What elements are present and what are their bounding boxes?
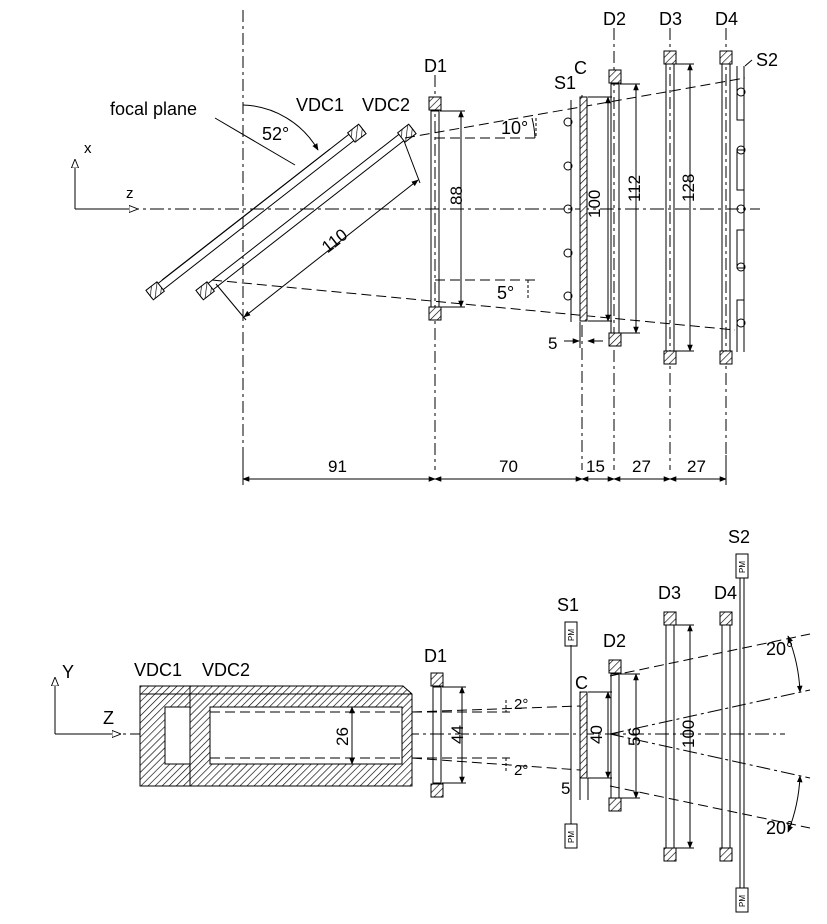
top-d4-label: D4	[715, 9, 738, 29]
top-spacing-27b: 27	[687, 457, 706, 476]
side-s2-pm-top: PM	[738, 561, 747, 573]
top-spacing-15: 15	[586, 457, 605, 476]
side-angle-2-lower: 2°	[514, 762, 528, 779]
side-d2-label: D2	[603, 631, 626, 651]
top-vdc1-label: VDC1	[296, 95, 344, 115]
side-detector-d3	[663, 611, 694, 862]
side-s2-pm-bottom: PM	[738, 895, 747, 907]
side-c-height: 40	[587, 725, 606, 744]
side-vdc-assembly	[139, 685, 413, 787]
top-spacing-27a: 27	[632, 457, 651, 476]
side-c-label: C	[575, 673, 588, 693]
top-angle-52-arc	[242, 104, 319, 151]
top-c-label: C	[574, 58, 587, 78]
side-vdc1-label: VDC1	[134, 660, 182, 680]
side-vdc2-label: VDC2	[202, 660, 250, 680]
top-d3-label: D3	[659, 9, 682, 29]
top-scintillator-s2	[736, 59, 753, 352]
top-spacing-91: 91	[328, 457, 347, 476]
top-axis-x-label: x	[84, 140, 92, 157]
top-axis-z-label: z	[126, 185, 134, 202]
side-axis-indicator: Y Z	[55, 662, 120, 734]
side-view: Y Z VDC1 VDC2 26 D1 44	[55, 527, 811, 913]
top-detector-d4	[719, 50, 733, 365]
top-gap-label: 5	[548, 334, 557, 353]
top-s1-label: S1	[554, 73, 576, 93]
top-angle-10-arc	[531, 117, 536, 139]
top-angle-52-label: 52°	[262, 124, 289, 144]
top-angle-10-label: 10°	[501, 118, 528, 138]
top-axis-indicator: x z	[75, 140, 137, 209]
side-angle-20-upper: 20°	[766, 639, 793, 659]
side-s1-pm-bottom: PM	[567, 831, 576, 843]
top-view: x z focal plane 52° VDC1 VDC2 110	[75, 9, 778, 485]
side-d1-height: 44	[448, 725, 467, 744]
top-vdc1	[145, 123, 367, 301]
side-scintillator-s1	[564, 621, 578, 849]
side-d3-height: 100	[679, 720, 698, 748]
top-cherenkov-c	[579, 96, 612, 322]
top-spacing-70: 70	[499, 457, 518, 476]
top-d2-height: 112	[625, 175, 644, 202]
top-angle-5-label: 5°	[497, 283, 514, 303]
side-d3-label: D3	[658, 583, 681, 603]
side-angle-20-lower: 20°	[766, 818, 793, 838]
side-d4-label: D4	[714, 583, 737, 603]
side-d1-label: D1	[424, 646, 447, 666]
side-axis-y-label: Y	[62, 662, 74, 682]
side-angle-2-upper: 2°	[514, 696, 528, 713]
top-vdc2-label: VDC2	[362, 95, 410, 115]
top-vdc-length-label: 110	[318, 225, 351, 257]
top-detector-d3	[663, 50, 694, 365]
side-beam-envelope	[411, 633, 811, 829]
top-d2-label: D2	[603, 9, 626, 29]
side-gap-label: 5	[561, 779, 570, 798]
side-vdc-height: 26	[333, 727, 352, 746]
top-d1-height: 88	[447, 186, 466, 205]
top-detector-d2	[608, 69, 640, 347]
top-c-height: 100	[585, 190, 604, 218]
top-reference-lines	[242, 10, 727, 470]
side-detector-d4	[719, 611, 733, 862]
side-s1-label: S1	[557, 595, 579, 615]
side-angle-20-fans	[609, 635, 811, 833]
side-s2-label: S2	[728, 527, 750, 547]
side-detector-d1	[430, 672, 466, 798]
top-focal-plane-label: focal plane	[110, 99, 197, 119]
top-vdc2	[195, 123, 417, 301]
side-scintillator-s2	[735, 553, 749, 913]
top-focal-plane-line	[161, 148, 331, 281]
side-s1-pm-top: PM	[567, 629, 576, 641]
top-focal-plane-leader	[214, 117, 296, 166]
top-scintillator-s1	[563, 100, 573, 322]
top-d1-label: D1	[424, 56, 447, 76]
side-axis-z-label: Z	[103, 708, 114, 728]
top-d3-height: 128	[679, 174, 698, 202]
top-detector-d1	[428, 96, 465, 321]
top-spacing-chain	[242, 455, 727, 485]
top-beam-envelope	[211, 77, 746, 331]
top-s2-label: S2	[756, 50, 778, 70]
side-d2-height: 56	[625, 727, 644, 746]
side-cherenkov-c	[579, 691, 612, 800]
top-vdc-length-dim	[243, 179, 419, 318]
